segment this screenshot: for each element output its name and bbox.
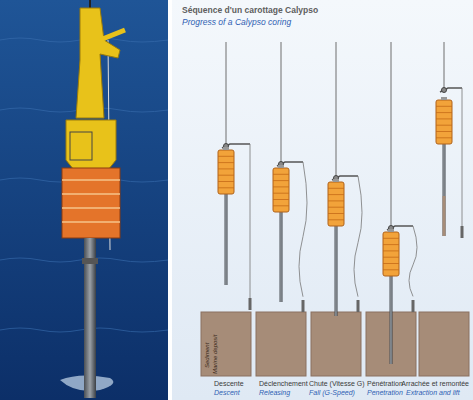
stage-drawing — [201, 42, 252, 376]
weight-cap — [223, 147, 229, 150]
weight-segment — [436, 118, 452, 119]
cable — [444, 42, 445, 92]
stage-label: Descent — [214, 389, 240, 397]
weight-segment — [273, 174, 289, 175]
corer-tube — [390, 276, 393, 364]
pilot-line — [250, 144, 251, 298]
pilot-line — [409, 226, 417, 296]
corer-tube — [280, 212, 283, 302]
weight-segment — [218, 175, 234, 176]
weight-segment — [383, 244, 399, 245]
weight-segment — [273, 205, 289, 206]
corer-weight — [383, 232, 399, 276]
panel-ground — [172, 0, 473, 400]
sediment-block — [256, 312, 306, 376]
stage-label: Déclenchement — [259, 380, 308, 388]
stage-label: Descente — [214, 380, 244, 388]
stage-label: Penetration — [367, 389, 403, 397]
pilot-line — [299, 162, 307, 297]
stage-label: Fall (G-Speed) — [309, 389, 355, 397]
weight-segment — [273, 199, 289, 200]
pilot-corer — [302, 300, 305, 312]
weight-segment — [383, 263, 399, 264]
weight-segment — [383, 250, 399, 251]
cable — [391, 42, 392, 230]
weight-segment — [436, 137, 452, 138]
stage-drawing — [366, 42, 417, 376]
stage-drawing — [311, 42, 362, 376]
weight-cap — [441, 97, 447, 100]
weight-segment — [218, 162, 234, 163]
weight-segment — [273, 180, 289, 181]
weight-segment — [218, 181, 234, 182]
corer-weight — [273, 168, 289, 212]
pilot-line — [462, 88, 463, 226]
weight-segment — [328, 219, 344, 220]
corer-tube — [443, 144, 446, 236]
weight-segment — [436, 125, 452, 126]
stage-label: Pénétration — [367, 380, 403, 388]
corer-weight — [328, 182, 344, 226]
weight-segment — [328, 194, 344, 195]
corer-weight — [436, 100, 452, 144]
stage-label: Releasing — [259, 389, 290, 397]
weight-cap — [333, 179, 339, 182]
weight-segment — [218, 156, 234, 157]
weight-segment — [273, 193, 289, 194]
stage-drawing — [256, 42, 307, 376]
photo — [0, 0, 168, 400]
corer-tube — [335, 226, 338, 316]
sediment-label: Sediment — [204, 343, 211, 368]
stage-label: Chute (Vitesse G) — [309, 380, 365, 388]
weight-segment — [328, 188, 344, 189]
corer-weight — [218, 150, 234, 194]
stage-label: Arrachée et remontée — [401, 380, 469, 388]
sediment-block — [311, 312, 361, 376]
weight-segment — [218, 187, 234, 188]
weight-segment — [218, 168, 234, 169]
weight-segment — [436, 112, 452, 113]
pilot-corer — [249, 298, 252, 310]
diagram-title: Séquence d'un carottage Calypso — [182, 6, 318, 15]
subtitle: Progress of a Calypso coring — [182, 18, 291, 27]
release-hook — [442, 88, 447, 93]
weight-segment — [436, 131, 452, 132]
sediment-block — [201, 312, 251, 376]
pilot-corer — [461, 226, 464, 238]
pilot-corer — [412, 300, 415, 312]
coring-stages — [201, 42, 469, 376]
sediment-block — [419, 312, 469, 376]
weight-segment — [383, 257, 399, 258]
weight-cap — [278, 165, 284, 168]
stage-label: Extraction and lift — [406, 389, 460, 397]
weight-segment — [328, 213, 344, 214]
cable — [336, 42, 337, 180]
pilot-line — [354, 176, 362, 297]
weight-segment — [328, 207, 344, 208]
cable — [281, 42, 282, 166]
stage-drawing — [419, 42, 469, 376]
weight-segment — [383, 269, 399, 270]
cable — [226, 42, 227, 148]
core-sample — [443, 196, 446, 236]
corer-tube — [225, 194, 228, 285]
weight-cap — [388, 229, 394, 232]
weight-segment — [328, 200, 344, 201]
pilot-corer — [357, 300, 360, 312]
weight-segment — [383, 238, 399, 239]
sediment-label: Marine deposit — [212, 335, 219, 374]
weight-segment — [273, 186, 289, 187]
release-arm — [440, 88, 462, 92]
weight-segment — [436, 106, 452, 107]
